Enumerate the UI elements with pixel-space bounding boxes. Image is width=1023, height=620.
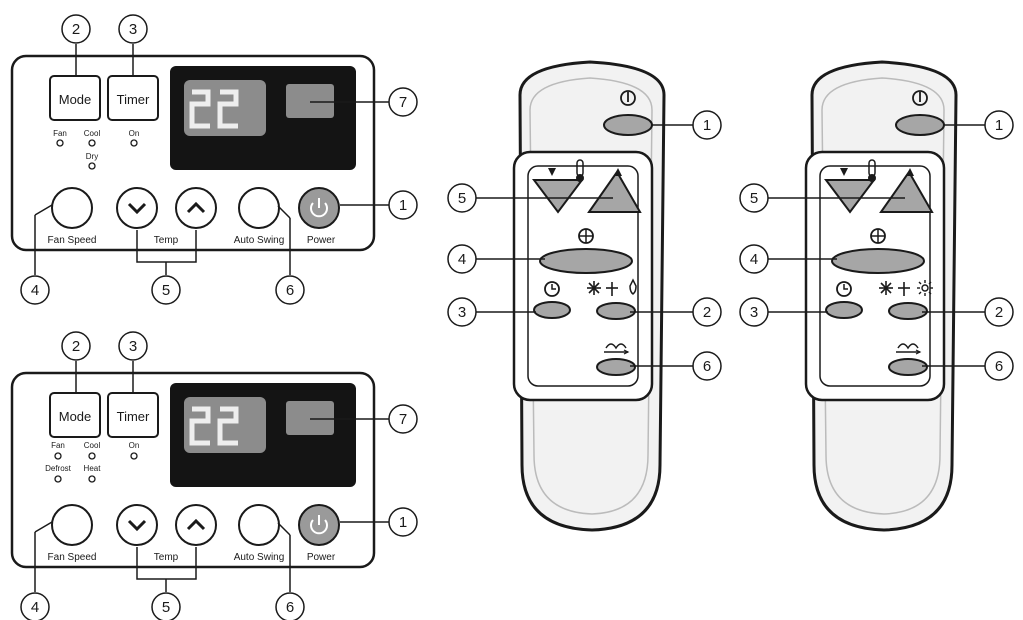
callout-4: 4 <box>31 282 39 299</box>
callout-1: 1 <box>399 197 407 214</box>
cool-indicator-label: Cool <box>84 129 101 138</box>
callout-1: 1 <box>399 514 407 531</box>
defrost-indicator-label: Defrost <box>45 464 72 473</box>
cool-indicator-label: Cool <box>84 441 101 450</box>
callout-1: 1 <box>703 117 711 134</box>
callout-6: 6 <box>995 358 1003 375</box>
callout-5: 5 <box>458 190 466 207</box>
dry-indicator-led <box>88 162 96 170</box>
control-panel-2: Mode Timer Fan Speed Temp Auto Swing Pow… <box>12 332 417 620</box>
temp-label: Temp <box>154 552 179 563</box>
callout-6: 6 <box>286 599 294 616</box>
callout-5: 5 <box>162 282 170 299</box>
on-indicator-label: On <box>129 441 140 450</box>
heat-indicator-led <box>88 475 96 483</box>
on-indicator-led <box>130 139 138 147</box>
auto-swing-label: Auto Swing <box>234 552 285 563</box>
callout-7: 7 <box>399 94 407 111</box>
callout-7: 7 <box>399 411 407 428</box>
timer-button[interactable]: Timer <box>117 409 150 424</box>
callout-3: 3 <box>129 21 137 38</box>
remote-control-2: 1 2 3 4 5 6 <box>738 60 1015 532</box>
callout-5: 5 <box>162 599 170 616</box>
on-indicator-led <box>130 452 138 460</box>
fan-speed-label: Fan Speed <box>48 235 97 246</box>
callout-4: 4 <box>458 251 466 268</box>
callout-3: 3 <box>129 338 137 355</box>
callout-6: 6 <box>703 358 711 375</box>
auto-swing-label: Auto Swing <box>234 235 285 246</box>
remote-control-1: 1 2 3 4 5 6 <box>446 60 723 532</box>
on-indicator-label: On <box>129 129 140 138</box>
power-label: Power <box>307 235 336 246</box>
callout-3: 3 <box>750 304 758 321</box>
callout-2: 2 <box>995 304 1003 321</box>
cool-indicator-led <box>88 452 96 460</box>
cool-indicator-led <box>88 139 96 147</box>
drop-icon <box>629 278 637 295</box>
heat-indicator-label: Heat <box>84 464 102 473</box>
defrost-indicator-led <box>54 475 62 483</box>
callout-2: 2 <box>72 21 80 38</box>
callout-5: 5 <box>750 190 758 207</box>
callout-6: 6 <box>286 282 294 299</box>
power-label: Power <box>307 552 336 563</box>
fan-speed-label: Fan Speed <box>48 552 97 563</box>
fan-indicator-label: Fan <box>51 441 65 450</box>
callout-1: 1 <box>995 117 1003 134</box>
temp-label: Temp <box>154 235 179 246</box>
control-panel-1: Mode Timer Fan Speed Temp Auto Swing Pow… <box>12 15 417 304</box>
fan-indicator-led <box>54 452 62 460</box>
dry-indicator-label: Dry <box>86 152 98 161</box>
callout-4: 4 <box>31 599 39 616</box>
timer-button[interactable]: Timer <box>117 92 150 107</box>
fan-indicator-led <box>56 139 64 147</box>
mode-button[interactable]: Mode <box>59 92 92 107</box>
sun-icon <box>917 280 933 296</box>
fan-indicator-label: Fan <box>53 129 67 138</box>
callout-3: 3 <box>458 304 466 321</box>
callout-2: 2 <box>703 304 711 321</box>
callout-4: 4 <box>750 251 758 268</box>
callout-2: 2 <box>72 338 80 355</box>
mode-button[interactable]: Mode <box>59 409 92 424</box>
